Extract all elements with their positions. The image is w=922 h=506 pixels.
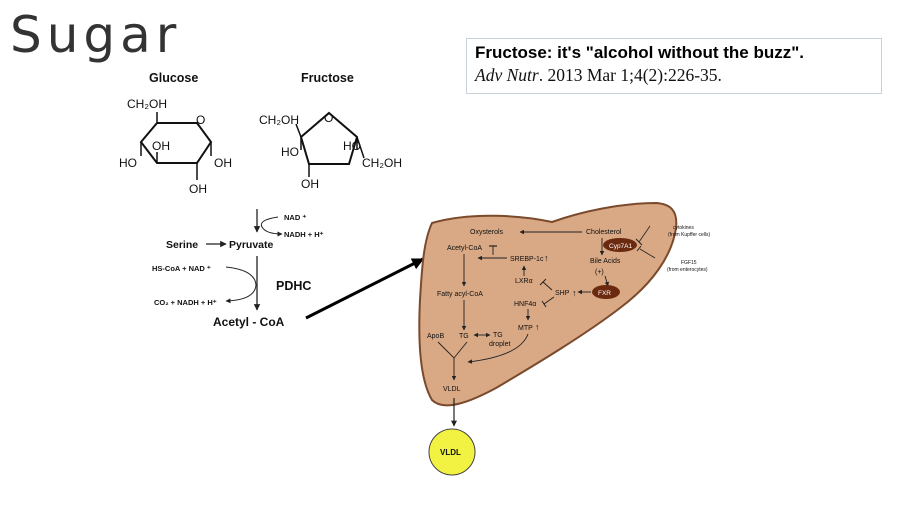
liver-tg-droplet-1: TG bbox=[493, 332, 503, 339]
fructose-ch2oh-right: CH₂OH bbox=[362, 156, 402, 170]
fructose-ring bbox=[299, 111, 359, 165]
shp-up-arrow: ↑ bbox=[572, 288, 577, 298]
shp-inhibits-lxr-bar bbox=[539, 278, 547, 286]
liver-diagram: Oxysterols Cholesterol Acetyl-CoA SREBP-… bbox=[418, 201, 710, 476]
nad-cofactor-arc bbox=[260, 216, 283, 237]
cyp7a1-enzyme bbox=[603, 238, 637, 252]
liver-lxr: LXRα bbox=[515, 278, 533, 285]
fxr-receptor bbox=[592, 285, 620, 299]
glucose-structure: Glucose CH₂OH O HO OH OH OH bbox=[119, 71, 232, 196]
liver-cholesterol: Cholesterol bbox=[586, 229, 622, 236]
serine-label: Serine bbox=[166, 239, 198, 251]
liver-apob: ApoB bbox=[427, 333, 444, 340]
liver-shape bbox=[418, 201, 678, 407]
hscoa-label: HS-CoA + NAD ⁺ bbox=[152, 264, 211, 273]
citation-title: Fructose: it's "alcohol without the buzz… bbox=[475, 43, 804, 62]
liver-fatty-acyl: Fatty acyl-CoA bbox=[437, 291, 483, 298]
glucose-ch2oh: CH₂OH bbox=[127, 97, 167, 111]
liver-oxysterols: Oxysterols bbox=[470, 229, 504, 236]
citation-box: Fructose: it's "alcohol without the buzz… bbox=[466, 38, 882, 94]
arrow-bile-fxr bbox=[604, 275, 609, 287]
fxr-label: FXR bbox=[598, 290, 611, 297]
fgf15-label: FGF15 bbox=[681, 260, 697, 266]
liver-tg: TG bbox=[459, 333, 469, 340]
glucose-oh-bottom: OH bbox=[189, 182, 207, 196]
fructose-bond bbox=[295, 123, 302, 138]
fructose-label: Fructose bbox=[301, 71, 354, 85]
liver-srebp: SREBP-1c bbox=[510, 256, 544, 263]
fructose-ring-oxygen: O bbox=[324, 111, 333, 125]
cytokines-source: (from Kupffer cells) bbox=[668, 232, 710, 238]
glucose-oh-inner: OH bbox=[152, 139, 170, 153]
acetylcoa-label: Acetyl - CoA bbox=[213, 315, 285, 329]
pyruvate-pathway: NAD ⁺ NADH + H⁺ Serine Pyruvate HS-CoA +… bbox=[152, 209, 425, 329]
liver-mtp: MTP bbox=[518, 325, 533, 332]
glucose-label: Glucose bbox=[149, 71, 198, 85]
fgf15-inhibition bbox=[639, 248, 656, 259]
fructose-oh-bottom: OH bbox=[301, 177, 319, 191]
arrow-to-liver bbox=[305, 257, 425, 320]
glucose-oh-right: OH bbox=[214, 156, 232, 170]
vldl-output-label: VLDL bbox=[440, 448, 461, 457]
slide-title: Sugar bbox=[10, 6, 182, 64]
arrow-mtp-assembly bbox=[467, 333, 529, 364]
cyp7a1-label: Cyp7A1 bbox=[609, 243, 633, 250]
citation-reference: Adv Nutr. 2013 Mar 1;4(2):226-35. bbox=[475, 65, 873, 86]
liver-shp: SHP bbox=[555, 290, 570, 297]
fructose-bond bbox=[356, 136, 365, 159]
mtp-up-arrow: ↑ bbox=[535, 322, 540, 332]
citation-journal: Adv Nutr bbox=[475, 65, 539, 85]
co2-label: CO₂ + NADH + H⁺ bbox=[154, 298, 217, 307]
fructose-ho-left: HO bbox=[281, 145, 299, 159]
liver-vldl: VLDL bbox=[443, 386, 461, 393]
srebp-up-arrow: ↑ bbox=[544, 253, 549, 263]
vldl-circle bbox=[428, 428, 476, 476]
pdhc-label: PDHC bbox=[276, 279, 311, 293]
fructose-structure: Fructose O CH₂OH HO HO CH₂OH OH bbox=[259, 71, 402, 191]
fructose-ho-inner: HO bbox=[343, 139, 361, 153]
fgf15-inhibition-bar bbox=[636, 245, 642, 252]
cytokines-inhibition bbox=[638, 225, 651, 243]
citation-details: . 2013 Mar 1;4(2):226-35. bbox=[538, 65, 722, 85]
shp-inhibits-lxr bbox=[542, 281, 553, 291]
pyruvate-label: Pyruvate bbox=[229, 239, 274, 251]
liver-bile-acids: Bile Acids bbox=[590, 258, 621, 265]
liver-tg-droplet-2: droplet bbox=[489, 341, 510, 348]
nadh-label: NADH + H⁺ bbox=[284, 230, 324, 239]
shp-inhibits-hnf4-bar bbox=[541, 300, 547, 308]
shp-inhibits-hnf4 bbox=[543, 296, 555, 305]
glucose-ring-oxygen: O bbox=[196, 113, 205, 127]
liver-hnf4: HNF4α bbox=[514, 301, 536, 308]
fructose-ch2oh-left: CH₂OH bbox=[259, 113, 299, 127]
cytokines-label: cytokines bbox=[673, 225, 694, 231]
liver-acetylcoa: Acetyl-CoA bbox=[447, 245, 482, 252]
cytokines-inhibition-bar bbox=[635, 238, 643, 246]
fgf15-source: (from enterocytes) bbox=[667, 267, 708, 273]
pdhc-cofactor-arc bbox=[225, 266, 257, 304]
nad-label: NAD ⁺ bbox=[284, 213, 306, 222]
glucose-oh-left: HO bbox=[119, 156, 137, 170]
liver-plus: (+) bbox=[595, 269, 604, 276]
